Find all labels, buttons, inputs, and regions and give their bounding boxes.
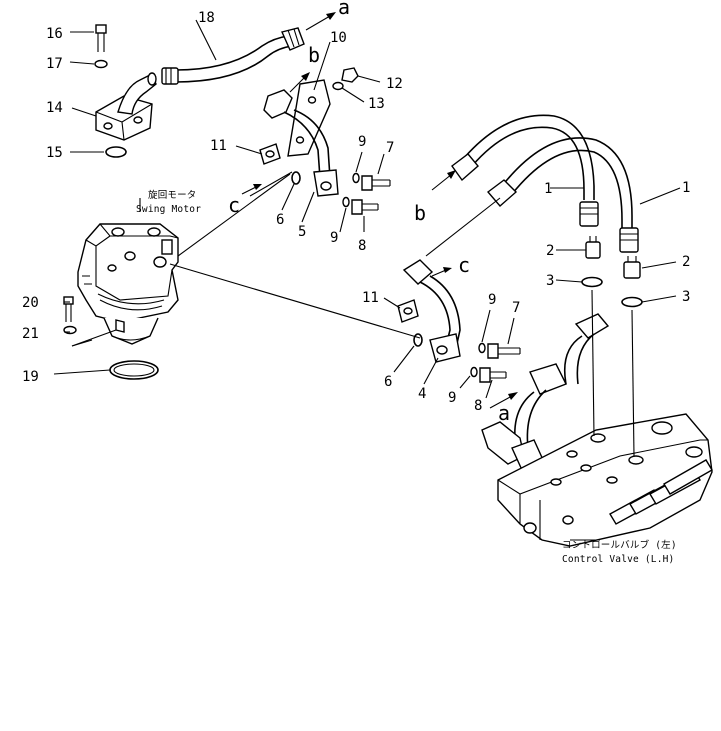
bolt-16 (95, 24, 107, 52)
control-valve-label-jp: コントロールバルブ (左) (562, 539, 677, 551)
connection-b-lower: b (414, 201, 426, 225)
bolt-8-lower (479, 367, 507, 383)
o-ring-3-left (581, 276, 603, 288)
callout-15: 15 (46, 145, 63, 161)
o-ring-3-right (621, 296, 643, 308)
callout-9-lower-b: 9 (448, 390, 456, 406)
tube-fitting-lower (402, 259, 461, 363)
callout-5: 5 (298, 224, 306, 240)
callout-16: 16 (46, 26, 63, 42)
washer-9-lower-a (478, 342, 486, 354)
swing-motor-label-en: Swing Motor (136, 204, 201, 215)
callout-21: 21 (22, 326, 39, 342)
callout-13: 13 (368, 96, 385, 112)
connection-c-lower: c (458, 253, 470, 277)
connection-a-upper: a (338, 0, 350, 19)
callout-18: 18 (198, 10, 215, 26)
adapter-2-right (623, 256, 641, 279)
swing-motor-label-jp: 旋回モータ (148, 189, 197, 201)
washer-17 (94, 59, 108, 69)
washer-9-lower-b (470, 366, 478, 378)
connection-c-upper: c (228, 193, 240, 217)
connection-b-upper: b (308, 43, 320, 67)
callout-6-upper: 6 (276, 212, 284, 228)
o-ring-15 (105, 146, 127, 158)
bolt-7-lower (487, 343, 521, 359)
leader-lines (53, 19, 681, 541)
washer-13 (332, 81, 344, 91)
callout-4: 4 (418, 386, 426, 402)
callout-6-lower: 6 (384, 374, 392, 390)
callout-7-lower: 7 (512, 300, 520, 316)
callout-9-upper-a: 9 (358, 134, 366, 150)
control-valve-label-en: Control Valve (L.H) (562, 554, 674, 565)
clamp-11-upper (259, 143, 281, 165)
clamp-11-lower (397, 299, 419, 323)
callout-9-lower-a: 9 (488, 292, 496, 308)
nut-12 (341, 67, 359, 83)
callout-10: 10 (330, 30, 347, 46)
callout-11-upper: 11 (210, 138, 227, 154)
washer-9-upper-b (342, 196, 350, 208)
washer-9-upper-a (352, 172, 360, 184)
control-valve (481, 313, 713, 547)
adapter-2-left (585, 236, 601, 259)
callout-20: 20 (22, 295, 39, 311)
callout-1-right: 1 (682, 180, 690, 196)
bolt-7-upper (361, 175, 391, 191)
callout-12: 12 (386, 76, 403, 92)
callout-14: 14 (46, 100, 63, 116)
connection-a-lower: a (498, 401, 510, 425)
callout-2-left: 2 (546, 243, 554, 259)
callout-8-lower: 8 (474, 398, 482, 414)
callout-17: 17 (46, 56, 63, 72)
bolt-20 (63, 296, 74, 322)
callout-3-right: 3 (682, 289, 690, 305)
o-ring-6-upper (291, 171, 301, 185)
swing-motor (77, 223, 179, 345)
hose-1-left (451, 114, 599, 227)
callout-8-upper: 8 (358, 238, 366, 254)
hose-18 (161, 27, 305, 85)
callout-3-left: 3 (546, 273, 554, 289)
callout-1-left: 1 (544, 181, 552, 197)
flange-block-14 (95, 72, 157, 141)
bolt-8-upper (351, 199, 379, 215)
o-ring-6-lower (413, 333, 423, 347)
callout-7-upper: 7 (386, 140, 394, 156)
hose-1-right (486, 137, 639, 253)
callout-2-right: 2 (682, 254, 690, 270)
callout-11-lower: 11 (362, 290, 379, 306)
callout-19: 19 (22, 369, 39, 385)
connection-arrows (241, 12, 518, 409)
tube-fitting-upper (263, 89, 339, 197)
callout-9-upper-b: 9 (330, 230, 338, 246)
